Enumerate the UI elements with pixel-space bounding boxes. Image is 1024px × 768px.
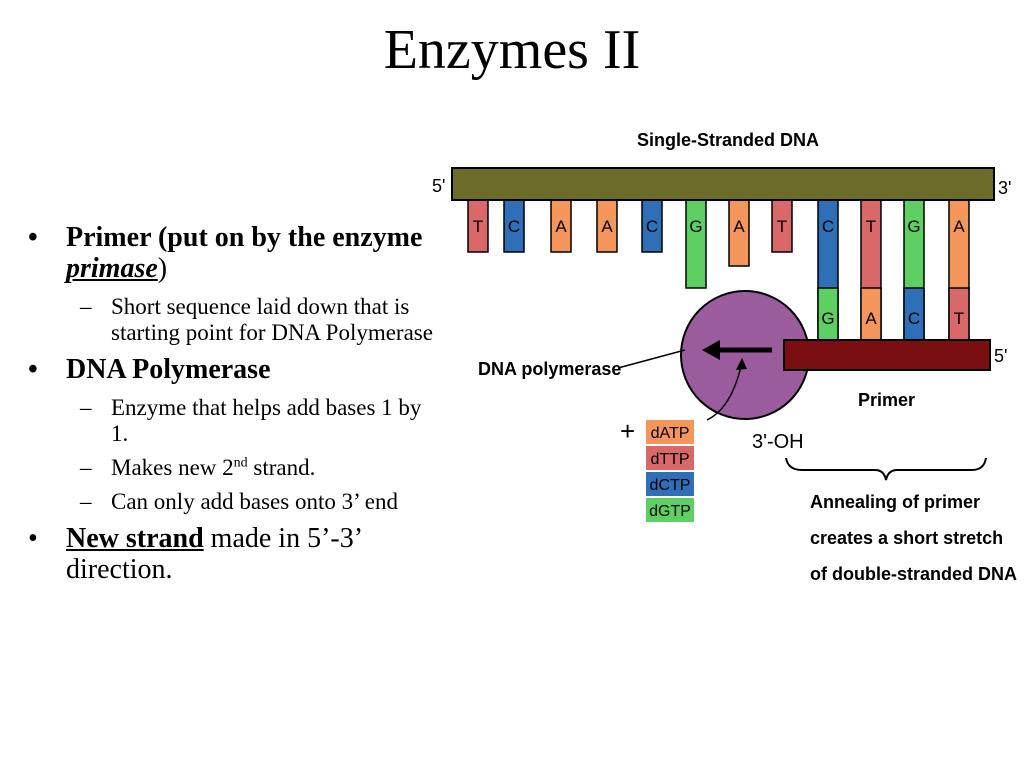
new-strand-label: New strand (66, 523, 204, 554)
slide-title: Enzymes II (383, 19, 641, 81)
diagram-title: Single-Stranded DNA (637, 130, 819, 150)
paired-base-letter: A (865, 309, 877, 328)
oh-pointer-line (706, 361, 743, 421)
three-prime-oh-label: 3'-OH (752, 431, 804, 453)
polymerase-sub2-suffix: strand. (247, 455, 316, 480)
primase-word: primase (66, 253, 158, 284)
template-base-letter: T (866, 217, 876, 236)
template-base-letter: A (555, 217, 567, 236)
bullet-polymerase-sub1: – Enzyme that helps add bases 1 by 1. (28, 395, 438, 447)
nucleotide-box-1 (646, 420, 694, 444)
bullet-new-strand: • New strand made in 5’-3’ direction. (28, 523, 438, 585)
bullet-polymerase-sub3: – Can only add bases onto 3’ end (28, 489, 438, 515)
template-base-letter: T (777, 217, 787, 236)
template-base-letter: C (646, 217, 658, 236)
primer-strand (783, 339, 991, 371)
template-base-letter: A (601, 217, 613, 236)
bullet-dash: – (80, 489, 92, 514)
bullet-primer-sub: – Short sequence laid down that is start… (28, 294, 438, 346)
primer-sub-text: Short sequence laid down that is startin… (111, 294, 433, 345)
primer-5prime-label: 5' (994, 346, 1007, 366)
template-5prime-label: 5' (432, 176, 445, 196)
template-base-letter: G (689, 217, 702, 236)
template-strand-backbone (451, 167, 995, 201)
annealing-line-3: of double-stranded DNA (810, 564, 1017, 584)
template-base-letter: C (508, 217, 520, 236)
bullet-dot: • (28, 354, 38, 385)
paired-base-letter: G (821, 309, 834, 328)
template-base-letter: T (473, 217, 483, 236)
template-base-6 (685, 199, 707, 289)
bullet-dash: – (80, 294, 92, 319)
polymerase-sub1-text: Enzyme that helps add bases 1 by 1. (111, 395, 422, 446)
template-base-letter: A (733, 217, 745, 236)
template-base-letter: C (822, 217, 834, 236)
primer-text: Primer (put on by the enzyme (66, 222, 423, 253)
template-base-letter: G (907, 217, 920, 236)
nucleotide-label: dTTP (650, 451, 689, 468)
dna-polymerase-label: DNA polymerase (478, 359, 621, 379)
annealing-line-1: Annealing of primer (810, 492, 980, 512)
plus-sign: + (620, 416, 635, 446)
annealing-brace (785, 457, 987, 481)
primer-suffix: ) (157, 253, 168, 284)
nucleotide-box-3 (646, 472, 694, 496)
bullet-polymerase-sub2: – Makes new 2nd strand. (28, 455, 438, 481)
bullet-list: • Primer (put on by the enzyme primase) … (28, 222, 438, 595)
oh-pointer-head (736, 358, 747, 370)
nucleotide-box-2 (646, 446, 694, 470)
polymerase-pointer-line (617, 349, 686, 369)
bullet-dot: • (28, 222, 38, 253)
dna-replication-diagram: Single-Stranded DNA T C A A C G A T C T G A G A C T 5'… (432, 130, 1017, 584)
synthesis-arrow-head (702, 340, 720, 360)
new-strand-rest: made in 5’-3’ direction. (66, 523, 361, 585)
paired-base-letter: C (908, 309, 920, 328)
annealing-line-2: creates a short stretch (810, 528, 1003, 548)
bullet-dot: • (28, 523, 38, 554)
template-3prime-label: 3' (998, 178, 1011, 198)
nucleotide-box-4 (646, 498, 694, 522)
nucleotide-stack: dATP dTTP dCTP dGTP (646, 420, 694, 522)
nucleotide-label: dATP (651, 425, 690, 442)
nucleotide-label: dGTP (649, 503, 691, 520)
polymerase-text: DNA Polymerase (66, 354, 271, 385)
polymerase-sub2-sup: nd (233, 455, 248, 471)
paired-base-letter: T (954, 309, 964, 328)
bullet-polymerase: • DNA Polymerase (28, 354, 438, 385)
bullet-dash: – (80, 395, 92, 420)
primer-label: Primer (858, 390, 915, 410)
polymerase-sub2-prefix: Makes new 2 (111, 455, 234, 480)
polymerase-sub3-text: Can only add bases onto 3’ end (111, 489, 399, 514)
nucleotide-label: dCTP (650, 477, 691, 494)
bullet-primer: • Primer (put on by the enzyme primase) (28, 222, 438, 284)
template-base-letter: A (953, 217, 965, 236)
bullet-dash: – (80, 455, 92, 480)
